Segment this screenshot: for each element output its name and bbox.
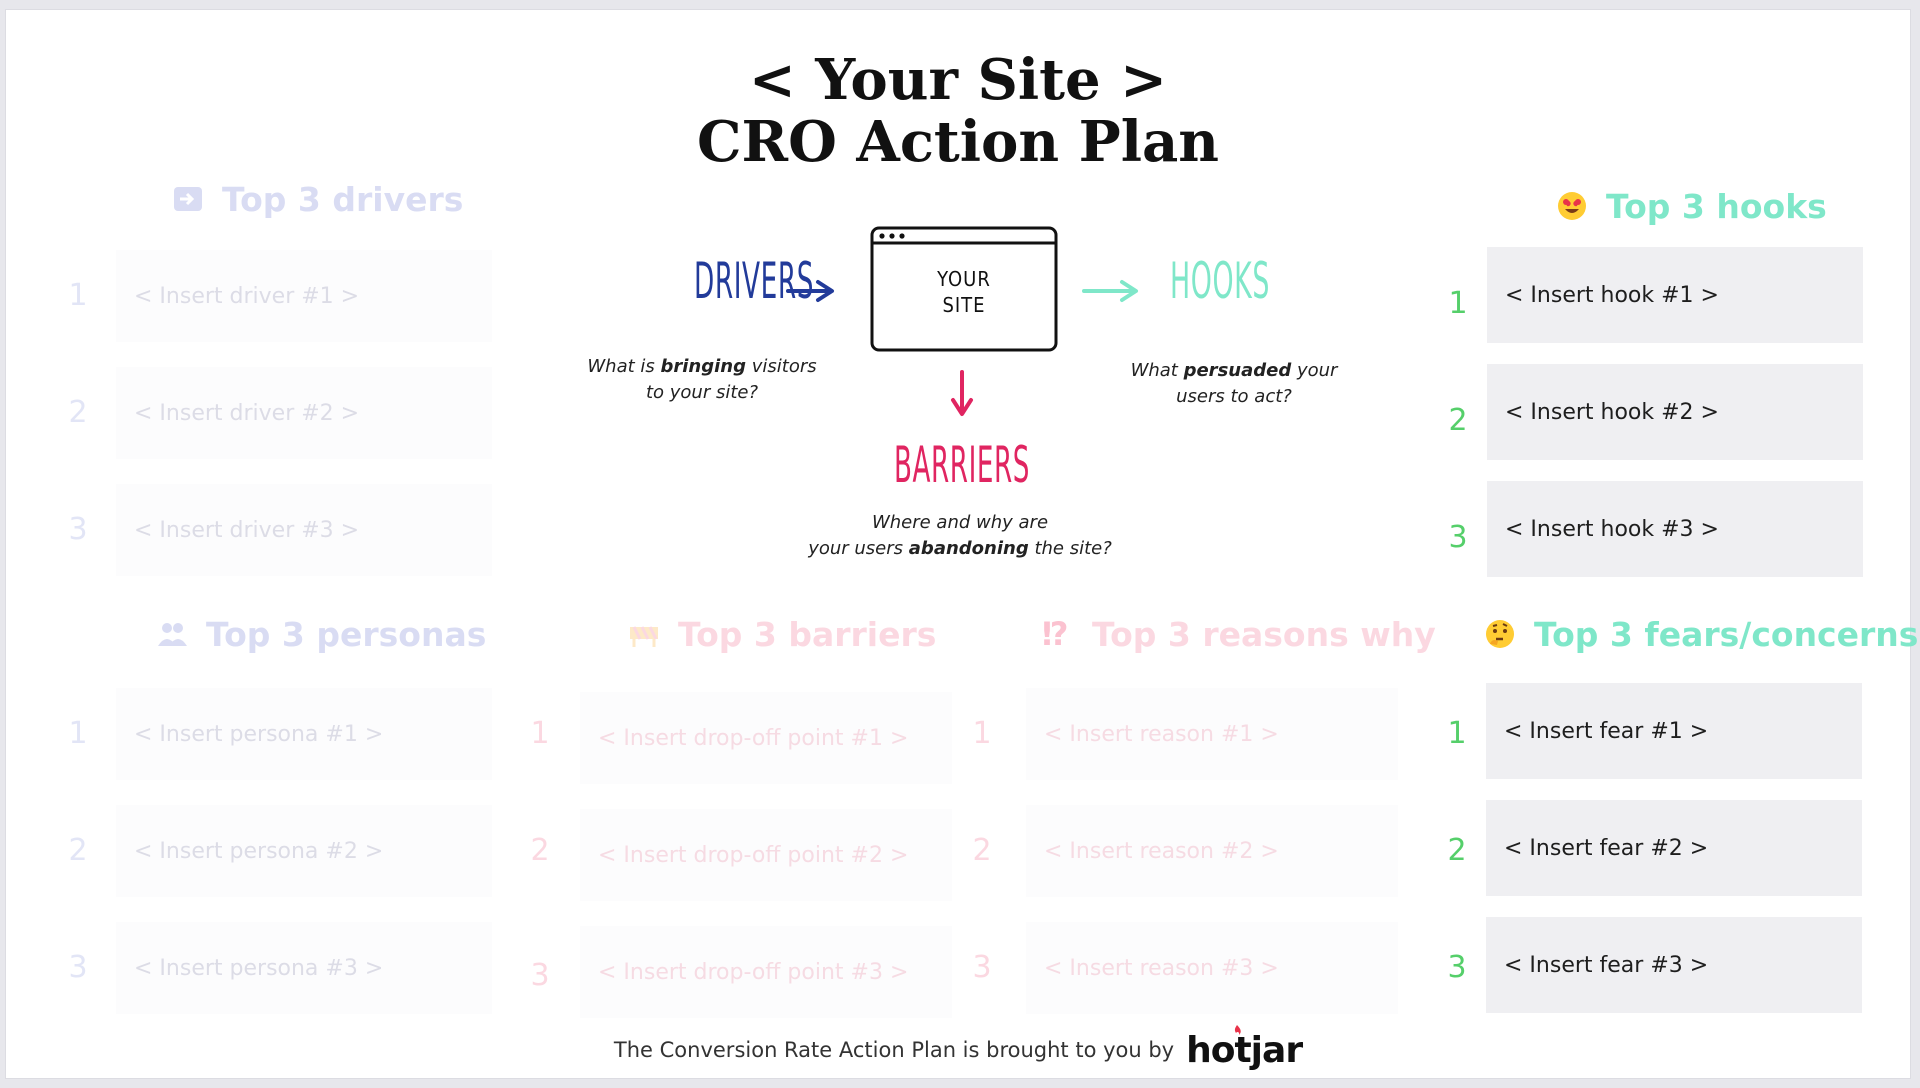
driver-input-3[interactable]: < Insert driver #3 > xyxy=(116,484,492,576)
site-label-line1: YOUR xyxy=(936,267,991,291)
reason-input-1[interactable]: < Insert reason #1 > xyxy=(1026,688,1398,780)
personas-header: Top 3 personas xyxy=(156,610,486,658)
fears-header: Top 3 fears/concerns xyxy=(1484,610,1918,658)
reasons-num-2: 2 xyxy=(972,833,992,868)
reasons-num-1: 1 xyxy=(972,716,992,751)
barriers-num-3: 3 xyxy=(530,958,550,993)
page-title-line2: CRO Action Plan xyxy=(696,109,1220,175)
your-site-window-icon xyxy=(870,226,1058,352)
construction-barrier-icon xyxy=(630,626,658,647)
drivers-q-post: visitors xyxy=(751,356,817,377)
barrier-input-1[interactable]: < Insert drop-off point #1 > xyxy=(580,692,952,784)
reasons-header: ⁉ Top 3 reasons why xyxy=(1042,610,1436,658)
hook-input-2[interactable]: < Insert hook #2 > xyxy=(1487,364,1863,460)
drivers-label: DRIVERS xyxy=(694,252,814,310)
hooks-header: Top 3 hooks xyxy=(1556,182,1827,230)
drivers-num-1: 1 xyxy=(68,278,88,313)
drivers-header-label: Top 3 drivers xyxy=(222,179,464,219)
barrier-input-3[interactable]: < Insert drop-off point #3 > xyxy=(580,926,952,1018)
fears-num-1: 1 xyxy=(1447,716,1467,751)
barriers-question: Where and why are your users abandoning … xyxy=(790,510,1130,562)
fear-input-3[interactable]: < Insert fear #3 > xyxy=(1486,917,1862,1013)
drivers-q-pre: What is xyxy=(587,356,655,377)
site-label-line2: SITE xyxy=(942,293,985,317)
barriers-q-pre: your users xyxy=(808,538,904,559)
fears-header-label: Top 3 fears/concerns xyxy=(1534,614,1919,654)
drivers-arrow-icon xyxy=(786,280,834,302)
footer: The Conversion Rate Action Plan is broug… xyxy=(6,1024,1910,1071)
driver-input-1[interactable]: < Insert driver #1 > xyxy=(116,250,492,342)
persona-input-2[interactable]: < Insert persona #2 > xyxy=(116,805,492,897)
hooks-num-1: 1 xyxy=(1448,286,1468,321)
footer-text: The Conversion Rate Action Plan is broug… xyxy=(613,1038,1175,1062)
hooks-q-post: your xyxy=(1296,360,1338,381)
reason-input-2[interactable]: < Insert reason #2 > xyxy=(1026,805,1398,897)
reasons-num-3: 3 xyxy=(972,950,992,985)
barriers-q-line1: Where and why are xyxy=(871,512,1049,533)
hotjar-logo-text: hotjar xyxy=(1186,1029,1303,1071)
thinking-face-emoji-icon xyxy=(1486,620,1514,648)
barriers-num-2: 2 xyxy=(530,833,550,868)
exclamation-question-icon: ⁉ xyxy=(1042,615,1069,653)
hooks-label: HOOKS xyxy=(1170,252,1270,310)
personas-num-1: 1 xyxy=(68,716,88,751)
persona-input-3[interactable]: < Insert persona #3 > xyxy=(116,922,492,1014)
persona-input-1[interactable]: < Insert persona #1 > xyxy=(116,688,492,780)
hooks-num-3: 3 xyxy=(1448,520,1468,555)
hooks-question: What persuaded your users to act? xyxy=(1104,358,1364,410)
drivers-num-3: 3 xyxy=(68,512,88,547)
reasons-header-label: Top 3 reasons why xyxy=(1092,614,1436,654)
people-icon xyxy=(158,623,187,646)
barriers-q-post: the site? xyxy=(1034,538,1112,559)
fear-input-2[interactable]: < Insert fear #2 > xyxy=(1486,800,1862,896)
hooks-num-2: 2 xyxy=(1448,403,1468,438)
drivers-question: What is bringing visitors to your site? xyxy=(572,354,832,406)
barriers-header-label: Top 3 barriers xyxy=(678,614,937,654)
personas-header-label: Top 3 personas xyxy=(206,614,487,654)
slide-canvas: < Your Site > CRO Action Plan Top 3 driv… xyxy=(6,10,1918,1078)
drivers-q-line2: to your site? xyxy=(645,382,759,403)
personas-num-3: 3 xyxy=(68,950,88,985)
hooks-header-label: Top 3 hooks xyxy=(1606,186,1827,226)
cro-diagram: DRIVERS YOUR SITE HOOKS BARRIERS xyxy=(694,226,1270,494)
hooks-q-bold: persuaded xyxy=(1183,360,1292,381)
hooks-arrow-icon xyxy=(1082,280,1138,302)
fears-num-2: 2 xyxy=(1447,833,1467,868)
flame-icon xyxy=(1235,1024,1241,1035)
heart-eyes-emoji-icon xyxy=(1558,192,1586,220)
hotjar-logo[interactable]: hotjar xyxy=(1186,1024,1303,1071)
page-title-line1: < Your Site > xyxy=(748,47,1168,113)
barriers-num-1: 1 xyxy=(530,716,550,751)
hook-input-3[interactable]: < Insert hook #3 > xyxy=(1487,481,1863,577)
barrier-input-2[interactable]: < Insert drop-off point #2 > xyxy=(580,809,952,901)
barriers-header: Top 3 barriers xyxy=(628,610,936,658)
driver-input-2[interactable]: < Insert driver #2 > xyxy=(116,367,492,459)
arrow-into-box-icon xyxy=(174,187,202,211)
fear-input-1[interactable]: < Insert fear #1 > xyxy=(1486,683,1862,779)
drivers-q-bold: bringing xyxy=(660,356,747,377)
hook-input-1[interactable]: < Insert hook #1 > xyxy=(1487,247,1863,343)
fears-num-3: 3 xyxy=(1447,950,1467,985)
barriers-label: BARRIERS xyxy=(894,436,1030,494)
personas-num-2: 2 xyxy=(68,833,88,868)
barriers-arrow-icon xyxy=(951,370,973,416)
drivers-header: Top 3 drivers xyxy=(172,175,463,223)
drivers-num-2: 2 xyxy=(68,395,88,430)
reason-input-3[interactable]: < Insert reason #3 > xyxy=(1026,922,1398,1014)
hooks-q-pre: What xyxy=(1130,360,1178,381)
hooks-q-line2: users to act? xyxy=(1176,386,1292,407)
barriers-q-bold: abandoning xyxy=(908,538,1029,559)
